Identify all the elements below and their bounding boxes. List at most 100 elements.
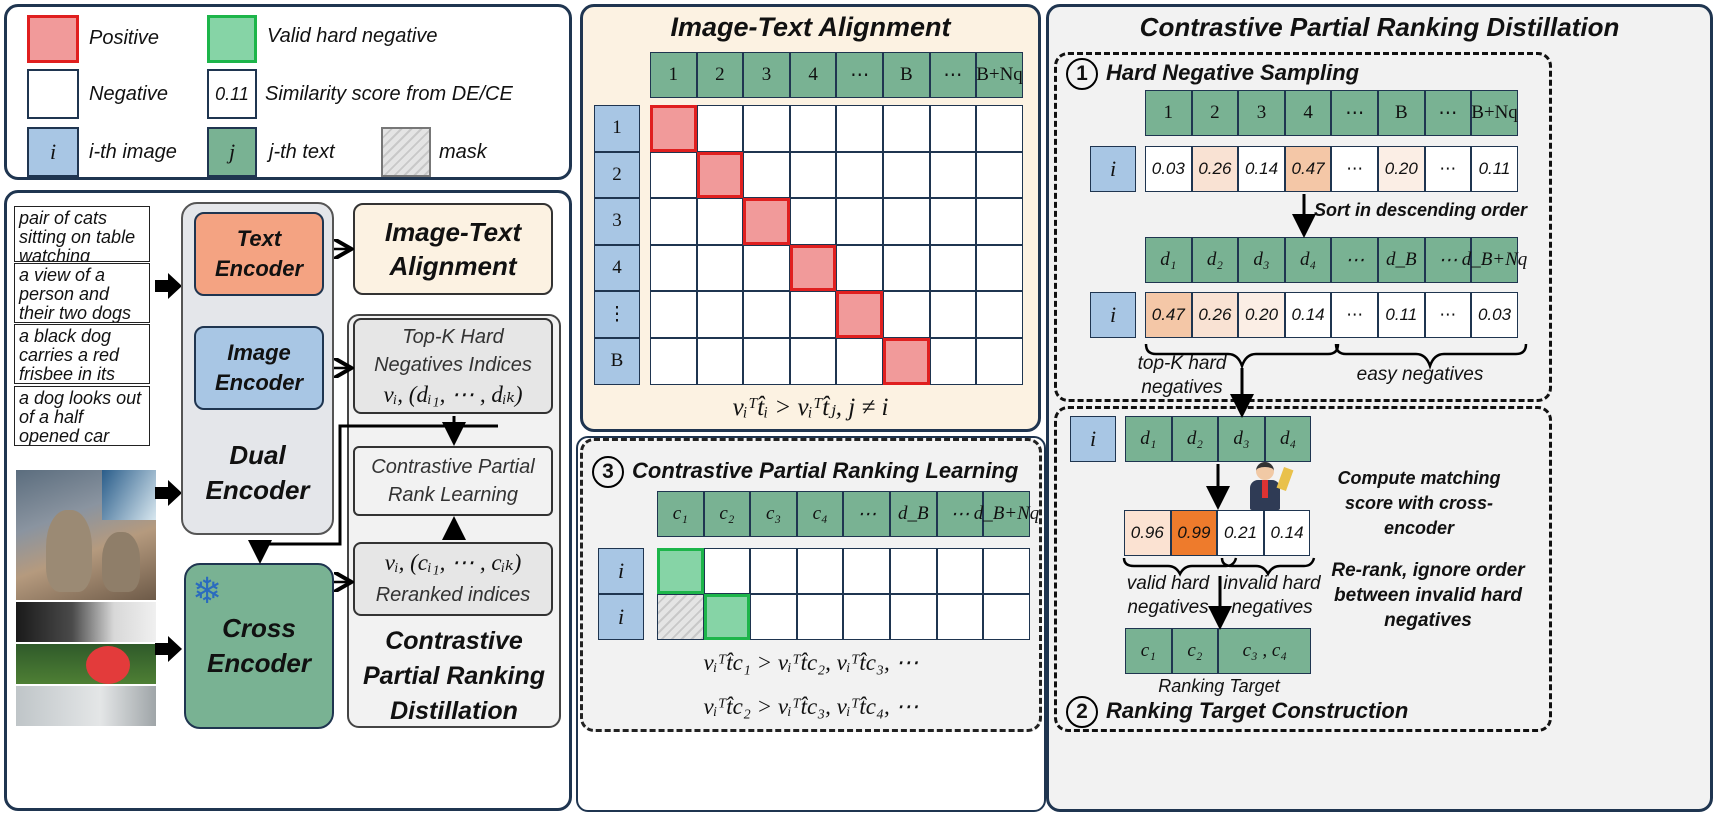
hns-number: 1 [1066,58,1098,90]
alignment-title: Image-Text Alignment [670,12,951,42]
brace-invalid [1220,557,1316,577]
alignment-col-header: 4 [789,52,837,98]
alignment-cell [650,244,697,292]
legend-mask-label: mask [439,141,487,163]
alignment-cell [696,244,744,292]
alignment-col-header: ⋯ [836,52,883,98]
alignment-cell [696,338,744,385]
hns-title: Hard Negative Sampling [1106,60,1360,85]
hns-score-cell: 0.26 [1191,146,1239,192]
alignment-cell [836,244,883,292]
hns-score-cell: 0.47 [1284,146,1332,192]
alignment-col-header: 3 [743,52,790,98]
snowflake-icon: ❄ [192,570,223,611]
alignment-cell [883,244,930,292]
legend-panel: Positive Valid hard negative Negative 0.… [4,4,572,180]
alignment-cell [650,338,697,385]
alignment-cell [743,151,790,199]
hns-sorted-header-cell: d₁ [1145,237,1192,283]
alignment-cell [789,105,837,152]
alignment-cell [836,338,883,385]
alignment-col-header: B+Nq [976,52,1023,98]
legend-negative-label: Negative [89,83,168,105]
cprl-row-header: i [598,548,644,594]
cprl-line1: Contrastive Partial [371,456,535,478]
rerank-box: vᵢ, (cᵢ₁, ⋯ , cᵢₖ) Reranked indices [353,542,553,616]
hns-sorted-header-cell: d₂ [1191,237,1239,283]
cprl-col-header: ⋯ [843,491,890,537]
alignment-positive-cell [743,198,790,245]
brace-valid [1122,557,1238,577]
cat-shape-1 [46,510,92,592]
hns-header-cell: B+Nq [1471,90,1518,136]
rtc-header-cell: d₁ [1125,416,1172,462]
alignment-cell [696,198,744,245]
rtc-score-cell: 0.96 [1124,510,1171,556]
teacher-icon [1240,462,1294,522]
alignment-cell [743,105,790,152]
cprl-valid-cell [657,548,704,594]
hns-header-cell: 2 [1191,90,1239,136]
cprl-number: 3 [592,456,624,488]
hns-score-cell: 0.03 [1145,146,1192,192]
topk-line1: Top-K Hard [402,326,504,348]
rtc-score-cell: 0.14 [1263,510,1311,556]
alignment-cell [650,198,697,245]
rerank-label: Reranked indices [375,584,531,606]
hns-sorted-score-cell: 0.11 [1378,292,1425,338]
brace-easy [1334,343,1528,370]
alignment-cell [929,105,977,152]
alignment-cell [696,291,744,338]
alignment-positive-cell [789,244,837,292]
rtc-target-cell: c₁ [1125,628,1172,674]
hns-score-cell: 0.14 [1238,146,1285,192]
photo-tv [102,470,156,520]
rtc-title: Ranking Target Construction [1106,698,1409,723]
legend-mask-swatch [381,127,431,177]
cprl-cell [936,548,984,594]
cprl-cell [750,548,797,594]
ita-box: Image-Text Alignment [353,203,553,295]
alignment-cell [883,151,930,199]
hns-sorted-score-cell: 0.14 [1284,292,1332,338]
easy-negatives-label: easy negatives [1356,364,1484,385]
alignment-cell [650,291,697,338]
alignment-cell [836,105,883,152]
rtc-number: 2 [1066,696,1098,728]
alignment-positive-cell [696,151,744,199]
alignment-cell [929,291,977,338]
legend-valid-label: Valid hard negative [267,25,438,47]
legend-text-label: j-th text [269,141,335,163]
hns-sorted-score-cell: 0.26 [1191,292,1239,338]
cprl-col-header: c₃ [750,491,797,537]
cprl-cell [890,594,937,640]
valid-label: valid hard negatives [1126,573,1210,618]
alignment-cell [789,291,837,338]
cprl-line2: Rank Learning [387,484,519,506]
alignment-row-header: ⋮ [594,291,640,338]
cprd-title: Contrastive Partial Ranking Distillation [1139,12,1620,42]
alignment-positive-cell [836,291,883,338]
caption-4: a dog looks out of a half opened car win… [14,386,150,446]
text-encoder-box: Text Encoder [194,212,324,296]
alignment-formula: vᵢᵀt̂ᵢ > vᵢᵀt̂ⱼ, j ≠ i [732,394,889,421]
hns-sorted-score-cell: ⋯ [1424,292,1472,338]
alignment-cell [743,244,790,292]
hns-header-cell: 3 [1238,90,1285,136]
cprl-cell [750,594,797,640]
alignment-cell [696,105,744,152]
alignment-cell [883,291,930,338]
alignment-cell [976,244,1023,292]
rtc-score-cell: 0.21 [1217,510,1264,556]
cprl-valid-cell [703,594,751,640]
alignment-positive-cell [883,338,930,385]
hns-score-cell: ⋯ [1424,146,1472,192]
cprl-cell [890,548,937,594]
hns-header-cell: 4 [1284,90,1332,136]
alignment-positive-cell [650,105,697,152]
alignment-cell [836,198,883,245]
alignment-row-header: 1 [594,105,640,152]
cross-encoder-box: Cross Encoder [184,563,334,729]
cprl-mask-cell [657,594,704,640]
alignment-cell [976,105,1023,152]
